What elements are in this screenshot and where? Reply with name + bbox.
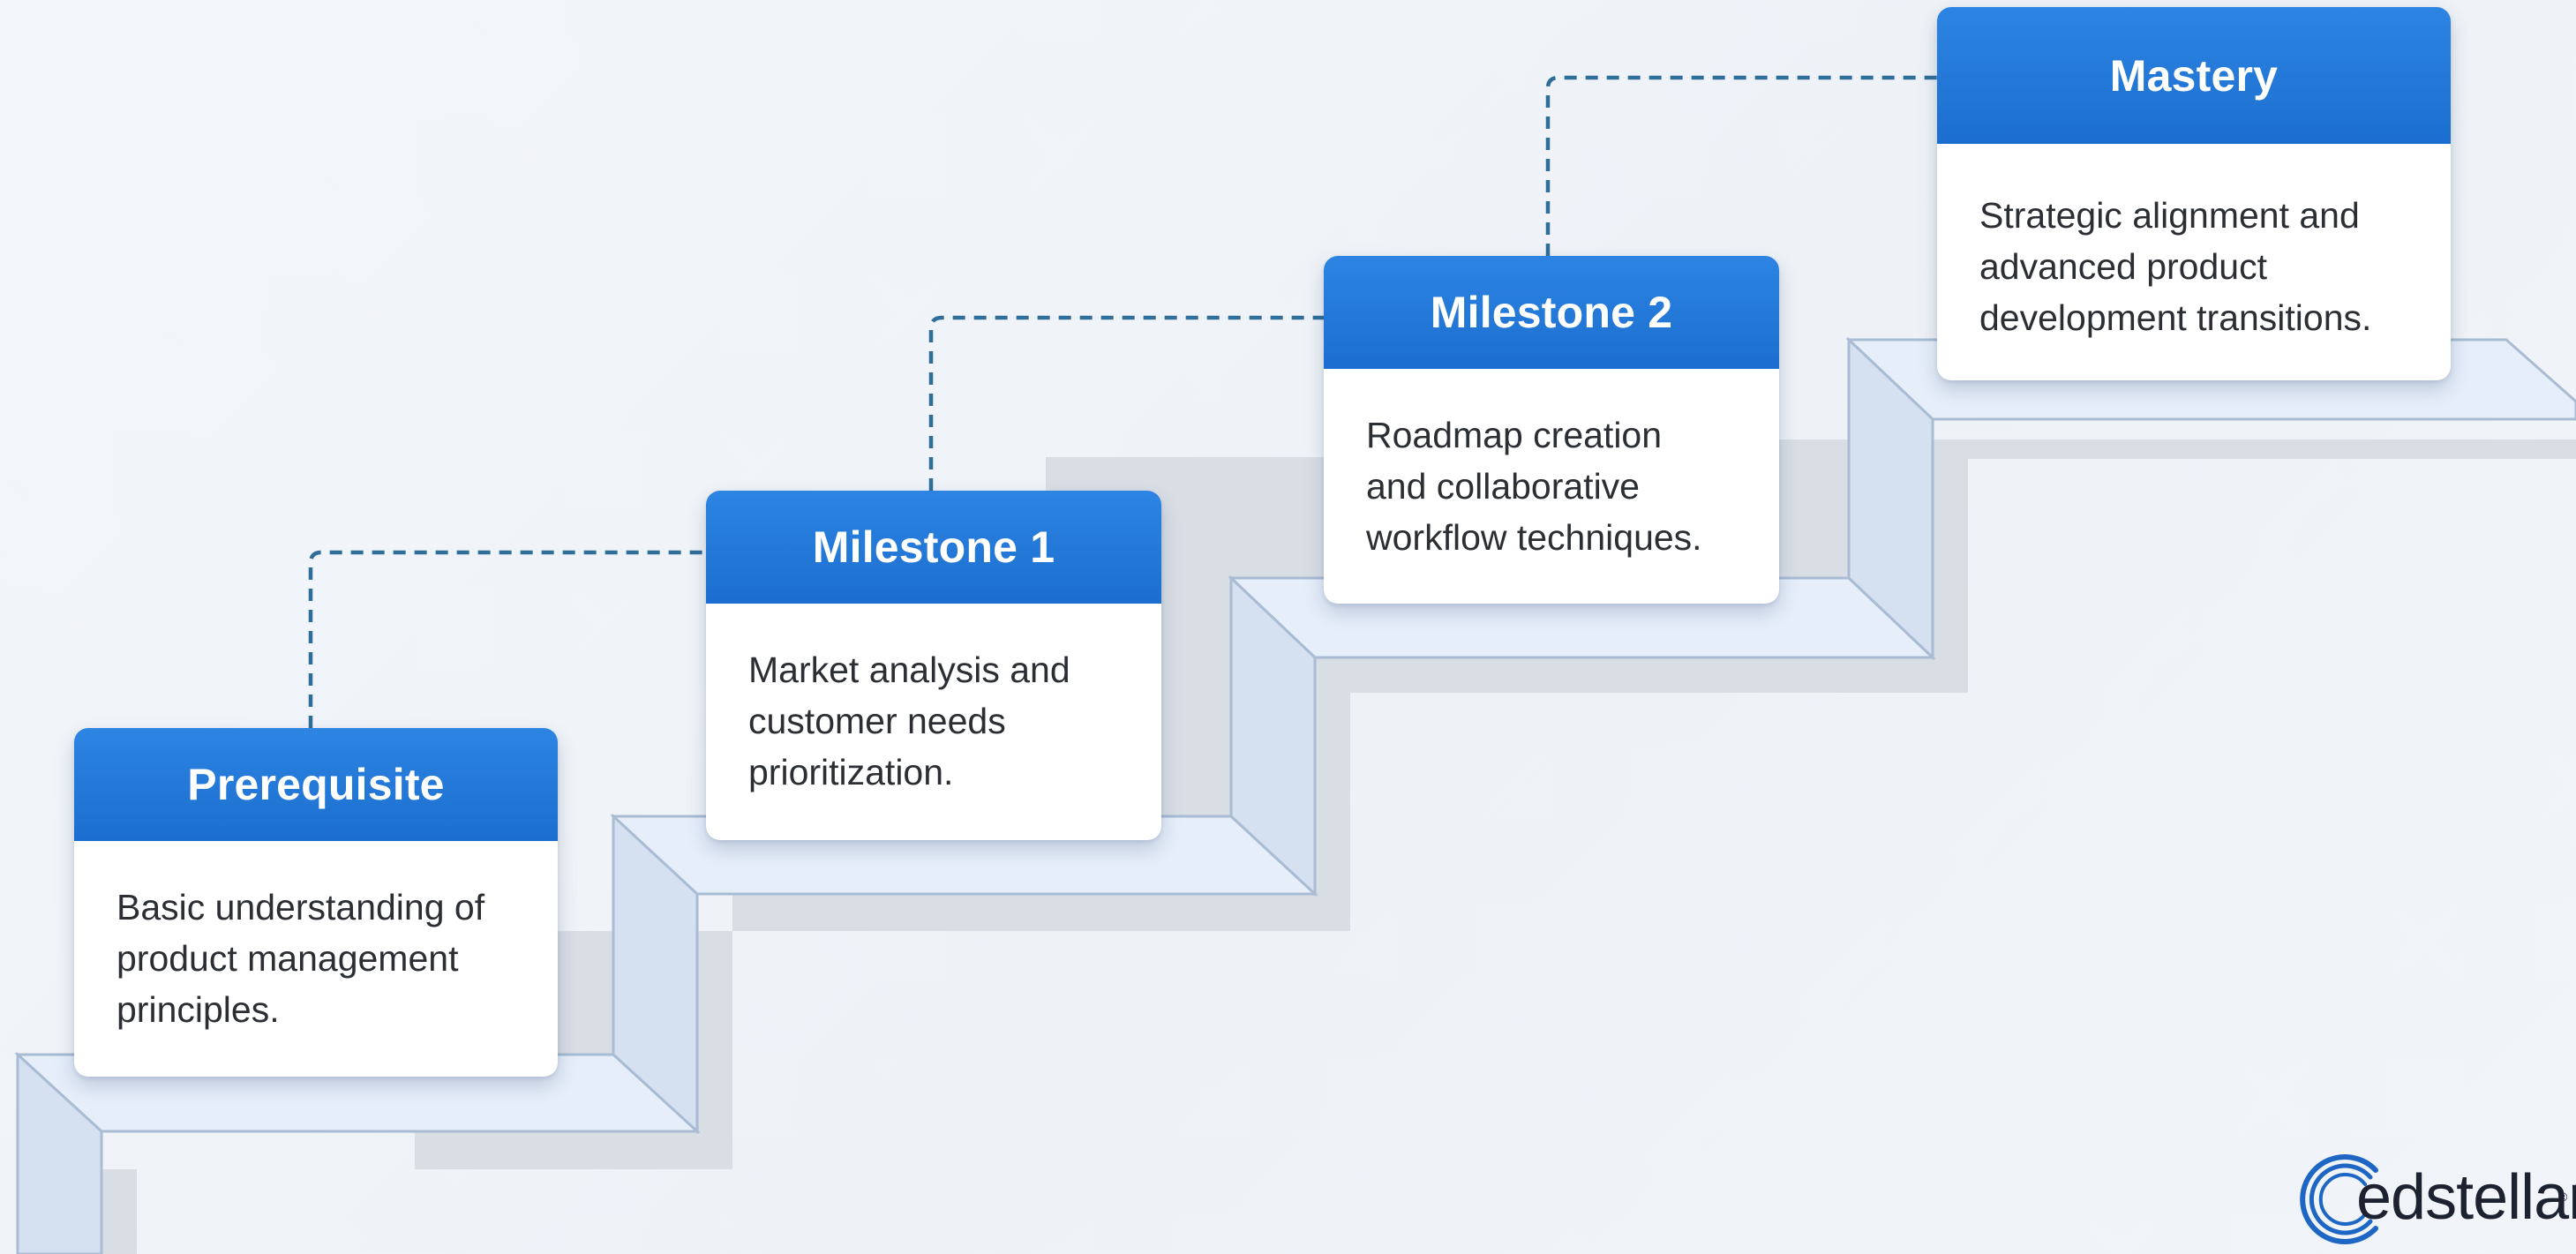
registered-mark: ® (2558, 1190, 2568, 1204)
step-card-title: Prerequisite (74, 728, 558, 841)
step-card-prerequisite: Prerequisite Basic understanding of prod… (74, 728, 558, 1077)
step-card-title: Milestone 1 (706, 491, 1161, 604)
edstellar-logo: edstellar ® (2300, 1151, 2576, 1248)
step-card-milestone-2: Milestone 2 Roadmap creation and collabo… (1324, 256, 1779, 604)
step-card-description: Market analysis and customer needs prior… (706, 604, 1161, 798)
description-line: customer needs (748, 701, 1006, 741)
description-line: principles. (116, 989, 280, 1030)
description-line: and collaborative (1366, 466, 1640, 507)
description-line: Basic understanding of (116, 887, 485, 927)
description-line: Market analysis and (748, 650, 1070, 690)
description-line: advanced product (1979, 246, 2267, 287)
description-line: prioritization. (748, 752, 954, 792)
description-line: development transitions. (1979, 297, 2372, 338)
description-line: product management (116, 938, 459, 979)
step-card-description: Strategic alignment and advanced product… (1937, 144, 2451, 343)
description-line: Strategic alignment and (1979, 195, 2360, 236)
step-card-description: Basic understanding of product managemen… (74, 841, 558, 1035)
step-card-mastery: Mastery Strategic alignment and advanced… (1937, 7, 2451, 380)
logo-circle-icon (2300, 1154, 2378, 1244)
step-card-title: Mastery (1937, 7, 2451, 144)
description-line: Roadmap creation (1366, 415, 1663, 455)
logo-wordmark: edstellar (2356, 1162, 2576, 1233)
step-card-title: Milestone 2 (1324, 256, 1779, 369)
step-card-milestone-1: Milestone 1 Market analysis and customer… (706, 491, 1161, 840)
step-card-description: Roadmap creation and collaborative workf… (1324, 369, 1779, 563)
description-line: workflow techniques. (1366, 517, 1702, 558)
